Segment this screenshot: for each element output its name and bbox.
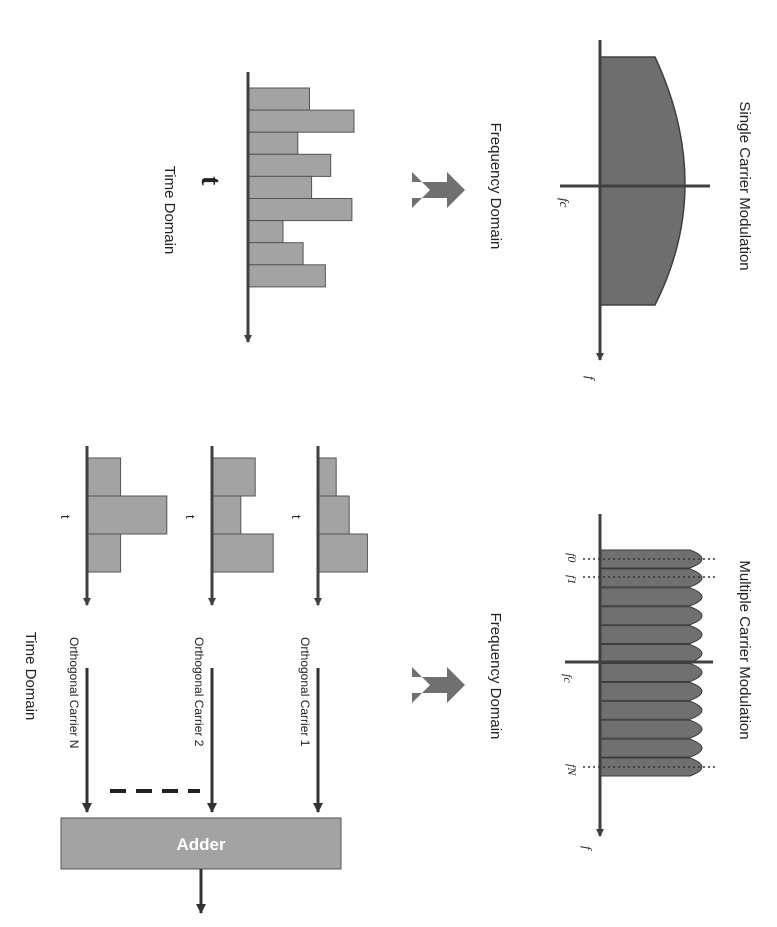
single-f-axis-label: f	[583, 376, 598, 382]
carrier-t-label: t	[183, 515, 198, 519]
subcarrier-lobe	[599, 681, 703, 701]
subcarrier-lobe	[599, 738, 703, 758]
multiple-carrier-title: Multiple Carrier Modulation	[736, 560, 753, 739]
orthogonal-carrier-label: Orthogonal Carrier 2	[192, 637, 206, 747]
single-time-pulse	[247, 175, 313, 199]
subcarrier-lobe	[599, 587, 703, 607]
single-time-pulse	[247, 109, 355, 133]
subcarrier-spectra	[599, 549, 703, 777]
single-time-pulse	[247, 264, 326, 288]
multiple-frequency-domain-label: Frequency Domain	[487, 613, 504, 740]
subcarrier-lobe	[599, 662, 703, 682]
adder-block	[60, 817, 342, 870]
carrier-time-pulse	[211, 533, 274, 573]
carrier-time-pulse	[86, 533, 122, 573]
subcarrier-lobe	[599, 568, 703, 588]
carrier-t-label: t	[58, 515, 73, 519]
carrier-time-pulse	[317, 533, 368, 573]
subcarrier-lobe	[599, 549, 703, 569]
orthogonal-carrier-label: Orthogonal Carrier N	[67, 637, 81, 748]
carrier-t-label: t	[289, 515, 304, 519]
single-time-domain-label: Time Domain	[161, 166, 178, 255]
single-domain-double-arrow	[412, 172, 465, 208]
carrier-time-pulse	[86, 457, 122, 497]
single-frequency-domain-label: Frequency Domain	[487, 123, 504, 250]
subcarrier-lobe	[599, 700, 703, 720]
single-time-pulse	[247, 87, 310, 111]
single-time-pulse	[247, 131, 299, 155]
multiple-time-domain-label: Time Domain	[22, 632, 39, 721]
f0-label: f0	[565, 553, 579, 562]
multiple-domain-double-arrow	[412, 667, 465, 703]
single-t-label: t	[195, 176, 226, 186]
multiple-carrier-section: Multiple Carrier Modulation f0 f1 fc fN …	[22, 446, 753, 914]
subcarrier-lobe	[599, 606, 703, 626]
single-carrier-spectrum	[599, 56, 686, 306]
multiple-f-axis-label: f	[580, 846, 595, 852]
single-time-pulse	[247, 220, 284, 244]
carrier-time-pulse	[211, 495, 242, 535]
single-time-pulse	[247, 153, 332, 177]
single-time-pulse	[247, 242, 304, 266]
single-carrier-title: Single Carrier Modulation	[736, 101, 753, 270]
subcarrier-lobe	[599, 719, 703, 739]
carrier-time-pulse	[211, 457, 256, 497]
carrier-time-pulse	[86, 495, 168, 535]
single-fc-label: fc	[557, 198, 572, 208]
subcarrier-lobe	[599, 644, 703, 664]
single-time-pulses	[247, 87, 355, 288]
f1-label: f1	[565, 575, 579, 584]
fn-label: fN	[565, 764, 579, 776]
adder-label: Adder	[176, 835, 226, 854]
multiple-fc-label: fc	[561, 674, 575, 683]
carrier-time-pulse	[317, 457, 337, 497]
subcarrier-lobe	[599, 625, 703, 645]
orthogonal-carrier-label: Orthogonal Carrier 1	[298, 637, 312, 747]
single-carrier-section: Single Carrier Modulation fc f Frequency…	[161, 40, 753, 382]
carrier-time-pulse	[317, 495, 350, 535]
subcarrier-lobe	[599, 757, 703, 777]
single-time-pulse	[247, 198, 353, 222]
